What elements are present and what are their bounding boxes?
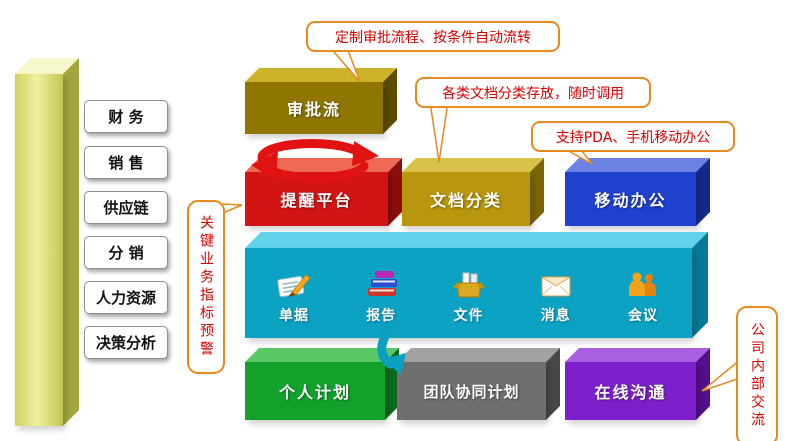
doc-category-side bbox=[530, 158, 544, 226]
workbar-front: 单据 报告 bbox=[245, 248, 692, 338]
doc-category-box: 文档分类 bbox=[402, 158, 544, 226]
mobile-office-side bbox=[696, 158, 710, 226]
reminder-top bbox=[245, 158, 402, 172]
workbar-side bbox=[692, 232, 708, 338]
team-plan-top bbox=[397, 348, 560, 362]
doc-category-label: 文档分类 bbox=[429, 191, 502, 210]
approval-flow-top bbox=[245, 68, 397, 82]
approval-flow-box: 审批流 bbox=[245, 68, 397, 134]
module-supply-chain-label: 供应链 bbox=[103, 199, 149, 217]
mobile-office-label: 移动办公 bbox=[594, 191, 667, 210]
pillar-front-face bbox=[15, 74, 63, 426]
note-pencil-icon bbox=[277, 273, 311, 297]
module-sales-label: 销 售 bbox=[108, 154, 144, 172]
internal-comm-callout-text: 公司内部交流 bbox=[749, 322, 765, 430]
envelope-icon bbox=[540, 276, 572, 296]
workbar: 单据 报告 bbox=[245, 232, 708, 338]
people-icon bbox=[629, 272, 656, 296]
workbar-item-meetings-label: 会议 bbox=[628, 307, 658, 324]
workbar-item-files: 文件 bbox=[450, 268, 488, 325]
documents-callout-text: 各类文档分类存放，随时调用 bbox=[442, 85, 624, 102]
module-distribution-label: 分 销 bbox=[108, 244, 144, 262]
reminder-side bbox=[388, 158, 402, 226]
personal-plan-front: 个人计划 bbox=[245, 362, 385, 420]
approval-flow-front: 审批流 bbox=[245, 82, 383, 134]
reminder-label: 提醒平台 bbox=[280, 191, 353, 210]
personal-plan-top bbox=[245, 348, 399, 362]
workbar-item-messages-label: 消息 bbox=[540, 307, 571, 324]
module-finance-label: 财 务 bbox=[108, 108, 144, 126]
reminder-front: 提醒平台 bbox=[245, 172, 388, 226]
module-hr-label: 人力资源 bbox=[95, 289, 156, 307]
team-plan-label: 团队协同计划 bbox=[423, 382, 520, 401]
kpi-callout-text: 关键业务指标预警 bbox=[198, 215, 214, 359]
reminder-platform-box: 提醒平台 bbox=[245, 158, 402, 226]
module-supply-chain: 供应链 bbox=[84, 191, 168, 224]
workbar-item-reports-label: 报告 bbox=[366, 307, 397, 324]
online-chat-box: 在线沟通 bbox=[565, 348, 710, 420]
workbar-item-messages: 消息 bbox=[537, 268, 575, 325]
workbar-top bbox=[245, 232, 708, 248]
mobile-office-front: 移动办公 bbox=[565, 172, 696, 226]
workbar-item-reports: 报告 bbox=[362, 268, 400, 325]
file-box-icon bbox=[452, 272, 485, 297]
approval-flow-label: 审批流 bbox=[286, 100, 341, 119]
personal-plan-label: 个人计划 bbox=[278, 383, 351, 402]
workbar-item-meetings: 会议 bbox=[624, 268, 662, 325]
doc-category-top bbox=[402, 158, 544, 172]
books-icon bbox=[368, 270, 398, 296]
team-plan-side bbox=[546, 348, 560, 420]
workbar-item-receipts-label: 单据 bbox=[279, 307, 309, 324]
workbar-item-receipts: 单据 bbox=[275, 268, 313, 325]
module-finance: 财 务 bbox=[84, 100, 168, 133]
module-hr: 人力资源 bbox=[84, 281, 168, 314]
erp-pillar bbox=[15, 58, 79, 426]
workbar-items: 单据 报告 bbox=[245, 248, 692, 338]
module-decision-label: 决策分析 bbox=[95, 334, 156, 352]
documents-callout: 各类文档分类存放，随时调用 bbox=[415, 77, 651, 108]
module-decision: 决策分析 bbox=[84, 326, 168, 359]
online-chat-label: 在线沟通 bbox=[594, 383, 667, 402]
online-chat-front: 在线沟通 bbox=[565, 362, 696, 420]
workbar-item-files-label: 文件 bbox=[453, 307, 484, 324]
doc-category-front: 文档分类 bbox=[402, 172, 530, 226]
mobile-callout-text: 支持PDA、手机移动办公 bbox=[555, 129, 711, 146]
online-chat-top bbox=[565, 348, 710, 362]
mobile-callout: 支持PDA、手机移动办公 bbox=[531, 121, 735, 152]
module-sales: 销 售 bbox=[84, 146, 168, 179]
team-plan-box: 团队协同计划 bbox=[397, 348, 560, 420]
personal-plan-box: 个人计划 bbox=[245, 348, 399, 420]
kpi-callout: 关键业务指标预警 bbox=[187, 200, 225, 374]
mobile-office-top bbox=[565, 158, 710, 172]
team-plan-front: 团队协同计划 bbox=[397, 362, 546, 420]
internal-comm-callout: 公司内部交流 bbox=[736, 306, 778, 441]
documents-callout-pointer bbox=[429, 101, 449, 163]
approval-callout-text: 定制审批流程、按条件自动流转 bbox=[335, 29, 531, 46]
approval-callout: 定制审批流程、按条件自动流转 bbox=[306, 21, 560, 52]
mobile-office-box: 移动办公 bbox=[565, 158, 710, 226]
module-distribution: 分 销 bbox=[84, 236, 168, 269]
online-chat-side bbox=[696, 348, 710, 420]
pillar-side-face bbox=[63, 58, 79, 426]
